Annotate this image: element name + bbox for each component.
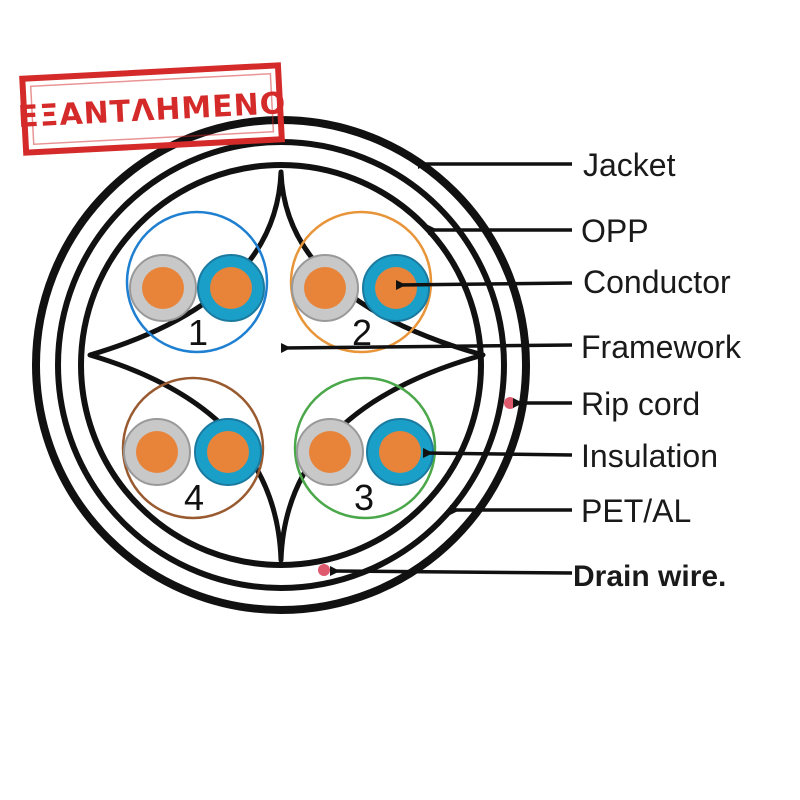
- pair-4: 4: [121, 376, 265, 520]
- label-jacket: Jacket: [583, 147, 676, 183]
- pair-4-white-conductor: [136, 431, 178, 473]
- conductor-arrow: [395, 280, 573, 291]
- pair-4-number: 4: [184, 477, 204, 518]
- pair-3-color-conductor: [379, 431, 421, 473]
- pair-4-ring: [121, 376, 265, 520]
- framework-arrow: [280, 343, 573, 354]
- pair-3-ring: [293, 376, 437, 520]
- pair-2-color-conductor: [375, 267, 417, 309]
- label-rip-cord: Rip cord: [581, 386, 700, 422]
- rip-cord-dot: [504, 397, 516, 409]
- pair-3-white-conductor: [309, 431, 351, 473]
- pair-1-color-conductor: [210, 267, 252, 309]
- pair-2-white-conductor: [304, 267, 346, 309]
- stamp-text: ΕΞΑΝΤΛΗΜΕΝΟ: [17, 86, 287, 135]
- exantlimeno-stamp: ΕΞΑΝΤΛΗΜΕΝΟ: [17, 62, 287, 156]
- pair-3: 3: [293, 376, 437, 520]
- pet-al-ring: [78, 162, 484, 568]
- drain-wire-arrow: [329, 565, 573, 576]
- label-insulation: Insulation: [581, 438, 718, 474]
- pair-4-color-conductor: [207, 431, 249, 473]
- pair-1-white-conductor: [142, 267, 184, 309]
- pair-1-ring: [125, 210, 269, 354]
- pair-1-number: 1: [188, 312, 208, 353]
- label-pet-al: PET/AL: [581, 493, 691, 529]
- stamp-inner-border: [29, 72, 275, 146]
- stamp-border: [19, 62, 285, 156]
- pair-1: 1: [125, 210, 269, 354]
- label-framework: Framework: [581, 329, 742, 365]
- pair-2-ring: [289, 210, 433, 354]
- label-opp: OPP: [581, 213, 649, 249]
- insulation-arrow: [422, 447, 573, 458]
- drain-wire-dot: [318, 564, 330, 576]
- pair-2: 2: [289, 210, 433, 354]
- label-drain-wire: Drain wire.: [573, 560, 726, 593]
- pair-2-number: 2: [352, 312, 372, 353]
- pair-3-number: 3: [354, 477, 374, 518]
- label-conductor: Conductor: [583, 264, 731, 300]
